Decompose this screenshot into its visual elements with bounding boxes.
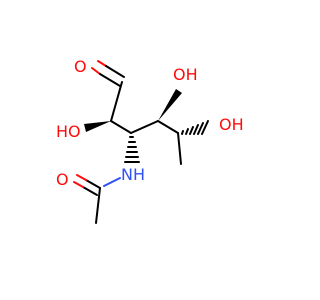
structure-diagram: O HO OH OH NH O (56, 57, 244, 224)
bond-carbonyl-methyl (95, 187, 101, 224)
bond-c4-c5 (157, 120, 179, 134)
hashed-bond-c3-nh (124, 136, 140, 163)
bond-c2-c3 (110, 120, 132, 134)
amide-nh-label: NH (121, 165, 145, 184)
c2-hydroxyl-label: HO (56, 122, 81, 141)
c5-hydroxyl-label: OH (219, 115, 244, 134)
bond-c5-c6 (177, 132, 182, 165)
hashed-bond-c5-oh (181, 120, 209, 135)
bond-c1-c2 (110, 81, 123, 122)
wedge-c4-oh (158, 89, 182, 121)
amide-double-bond (73, 174, 101, 196)
amide-oxygen-label: O (56, 170, 69, 189)
c4-hydroxyl-label: OH (173, 65, 198, 84)
wedge-c2-oh (84, 121, 111, 132)
aldehyde-oxygen-label: O (74, 57, 87, 76)
bond-n-carbonyl (103, 177, 121, 187)
bond-c3-c4 (130, 120, 159, 134)
aldehyde-double-bond (91, 60, 125, 87)
